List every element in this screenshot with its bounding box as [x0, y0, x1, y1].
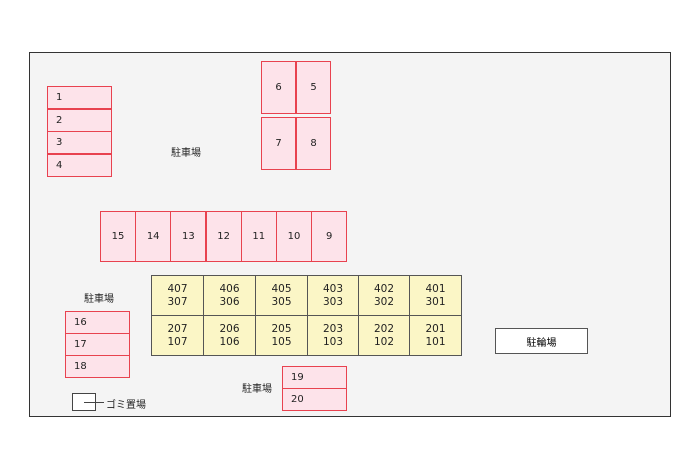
unit-number: 302 — [373, 295, 395, 308]
spot-number: 19 — [291, 372, 304, 383]
parking-spot: 19 — [282, 366, 347, 389]
spot-number: 18 — [74, 361, 87, 372]
unit-number: 201 — [425, 322, 446, 335]
unit-number: 205 — [271, 322, 292, 335]
parking-spot: 3 — [47, 131, 112, 154]
parking-spot: 17 — [65, 333, 130, 356]
unit-number: 106 — [219, 335, 240, 348]
parking-spot: 7 — [261, 117, 296, 170]
spot-number: 17 — [74, 339, 87, 350]
parking-spot: 18 — [65, 355, 130, 378]
unit-number: 405 — [271, 282, 292, 295]
spot-number: 5 — [310, 82, 317, 93]
parking-spot: 9 — [311, 211, 348, 262]
unit-number: 301 — [425, 295, 446, 308]
spot-number: 2 — [56, 114, 63, 126]
unit-number: 203 — [322, 322, 344, 335]
parking-spot: 11 — [240, 211, 277, 262]
parking-spot: 5 — [296, 61, 331, 114]
unit-number: 406 — [219, 282, 240, 295]
unit-number: 402 — [373, 282, 395, 295]
unit-number: 107 — [167, 335, 188, 348]
spot-number: 9 — [326, 231, 333, 242]
spot-number: 14 — [146, 231, 160, 242]
unit-number: 102 — [373, 335, 395, 348]
bicycle-parking-label: 駐輪場 — [526, 337, 557, 349]
garbage-label: ゴミ置場 — [106, 400, 146, 411]
unit-number: 207 — [167, 322, 188, 335]
parking-spot: 15 — [100, 211, 136, 262]
unit-number: 105 — [271, 335, 292, 348]
spot-number: 15 — [111, 231, 125, 242]
spot-number: 20 — [291, 394, 304, 405]
unit-number: 103 — [322, 335, 344, 348]
spot-number: 1 — [56, 92, 63, 103]
spot-number: 13 — [182, 231, 195, 242]
unit-number: 303 — [322, 295, 344, 308]
parking-spot: 14 — [135, 211, 172, 262]
parking-spot: 12 — [205, 211, 242, 262]
unit-number: 206 — [219, 322, 240, 335]
parking-label-2: 駐車場 — [84, 294, 114, 305]
unit-number: 307 — [167, 295, 188, 308]
bicycle-parking: 駐輪場 — [495, 328, 588, 354]
parking-spot: 13 — [170, 211, 207, 262]
unit-number: 407 — [167, 282, 188, 295]
spot-number: 16 — [74, 317, 87, 328]
spot-number: 4 — [56, 159, 63, 171]
parking-spot: 2 — [47, 108, 112, 132]
unit-number: 202 — [373, 322, 395, 335]
spot-number: 10 — [287, 231, 301, 242]
spot-number: 3 — [56, 137, 63, 148]
unit-number: 401 — [425, 282, 446, 295]
parking-spot: 8 — [296, 117, 331, 170]
unit-number: 305 — [271, 295, 292, 308]
spot-number: 7 — [275, 138, 282, 149]
parking-label-3: 駐車場 — [242, 384, 272, 395]
parking-spot: 20 — [282, 388, 347, 411]
unit-number: 403 — [322, 282, 344, 295]
unit-number: 306 — [219, 295, 240, 308]
parking-spot: 16 — [65, 311, 130, 334]
spot-number: 8 — [310, 138, 317, 149]
parking-spot: 1 — [47, 86, 112, 109]
spot-number: 11 — [252, 231, 266, 242]
spot-number: 6 — [275, 82, 282, 93]
parking-spot: 6 — [261, 61, 296, 114]
spot-number: 12 — [217, 231, 230, 242]
parking-spot: 4 — [47, 153, 112, 177]
parking-spot: 10 — [276, 211, 312, 262]
unit-number: 101 — [425, 335, 446, 348]
garbage-leader-line — [84, 402, 104, 403]
parking-label-1: 駐車場 — [171, 148, 201, 159]
